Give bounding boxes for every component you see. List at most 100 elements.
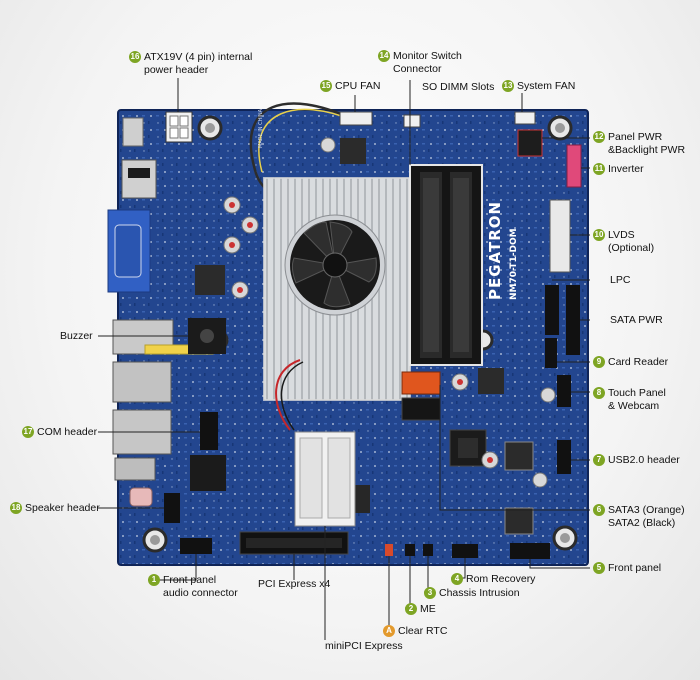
pcie-label: PCI Express x4 [258, 578, 331, 590]
clear-rtc-jumper [385, 544, 393, 556]
badge-5: 5 [593, 562, 605, 574]
badge-16: 16 [129, 51, 141, 63]
sodimm-slots [409, 164, 483, 366]
badge-2: 2 [405, 603, 417, 615]
badge-8: 8 [593, 387, 605, 399]
sata3-label: SATA3 (Orange) [608, 504, 685, 516]
lpc-header [545, 285, 559, 335]
speaker-header [164, 493, 180, 523]
callout-sata-pwr: SATA PWR [610, 314, 663, 327]
badge-17: 17 [22, 426, 34, 438]
pcie-x4-slot [239, 531, 349, 555]
badge-3: 3 [424, 587, 436, 599]
chassis-intrusion-header [423, 544, 433, 556]
front-audio-label: Front panel [163, 574, 217, 586]
usb2-header [557, 440, 571, 474]
com-header-label: COM header [37, 426, 98, 438]
chassis-intrusion-label: Chassis Intrusion [439, 587, 520, 599]
panel-pwr-label-2: &Backlight PWR [608, 144, 686, 156]
components [190, 137, 556, 535]
callout-pcie: PCI Express x4 [258, 578, 330, 591]
panel-pwr-header [517, 129, 543, 157]
callout-sodimm: SO DIMM Slots [422, 81, 494, 94]
buzzer-label: Buzzer [60, 330, 93, 342]
badge-4: 4 [451, 573, 463, 585]
front-audio-label-2: audio connector [163, 587, 238, 599]
callout-lpc: LPC [610, 274, 630, 287]
front-panel-label: Front panel [608, 562, 662, 574]
board-model: NM70-T1-DOM [509, 228, 519, 300]
lpc-label: LPC [610, 274, 631, 286]
clear-rtc-label: Clear RTC [398, 625, 448, 637]
badge-12: 12 [593, 131, 605, 143]
monitor-switch-connector [403, 114, 421, 128]
rom-recovery-label: Rom Recovery [466, 573, 536, 585]
lvds-label-2: (Optional) [608, 242, 655, 254]
card-reader-label: Card Reader [608, 356, 669, 368]
system-fan-label: System FAN [517, 80, 576, 92]
usb2-label: USB2.0 header [608, 454, 680, 466]
speaker-header-label: Speaker header [25, 502, 100, 514]
mounting-hole [547, 115, 573, 141]
atx-power-header [165, 111, 193, 143]
cpu-fan-label: CPU FAN [335, 80, 381, 92]
inverter-connector [566, 144, 582, 188]
lvds-label: LVDS [608, 229, 635, 241]
me-jumper [405, 544, 415, 556]
touch-panel-header [557, 375, 571, 407]
atx-power-label: ATX19V (4 pin) internal [144, 51, 253, 63]
cpu-fan-header [339, 111, 373, 126]
cpu-fan [284, 214, 386, 316]
minipci-express-slot [294, 431, 356, 527]
badge-10: 10 [593, 229, 605, 241]
badge-1: 1 [148, 574, 160, 586]
badge-a: A [383, 625, 395, 637]
front-audio-header [180, 538, 212, 554]
badge-14: 14 [378, 50, 390, 62]
badge-18: 18 [10, 502, 22, 514]
lvds-connector [549, 199, 571, 273]
board-made-in: MADE IN CHINA [258, 108, 264, 148]
mounting-hole [552, 525, 578, 551]
badge-11: 11 [593, 163, 605, 175]
badge-6: 6 [593, 504, 605, 516]
touch-panel-label: Touch Panel [608, 387, 666, 399]
badge-15: 15 [320, 80, 332, 92]
monitor-switch-label: Monitor Switch [393, 50, 462, 62]
atx-power-label-2: power header [144, 64, 209, 76]
sata-power-header [566, 285, 580, 355]
buzzer [188, 318, 226, 354]
sata-pwr-label: SATA PWR [610, 314, 663, 326]
front-panel-header [510, 543, 550, 559]
me-label: ME [420, 603, 436, 615]
sodimm-label: SO DIMM Slots [422, 81, 495, 93]
sata-ports [401, 371, 441, 421]
callout-buzzer: Buzzer [60, 330, 93, 343]
monitor-switch-label-2: Connector [393, 63, 442, 75]
touch-panel-label-2: & Webcam [608, 400, 660, 412]
mounting-hole [197, 115, 223, 141]
system-fan-header [514, 111, 536, 125]
inverter-label: Inverter [608, 163, 644, 175]
rom-recovery-header [452, 544, 478, 558]
card-reader-header [545, 338, 557, 368]
